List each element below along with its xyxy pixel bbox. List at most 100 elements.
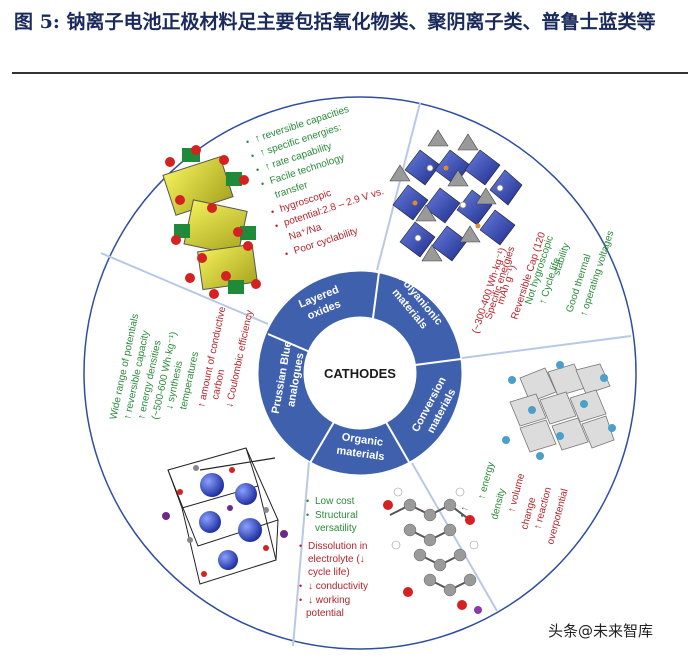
organic-con-2: electrolyte (↓ xyxy=(308,554,365,565)
divider-bottom-left xyxy=(292,461,310,647)
bullet: • xyxy=(299,595,302,605)
bullet: • xyxy=(299,581,302,591)
conversion-crystal xyxy=(502,361,616,460)
conv-oct xyxy=(551,417,589,451)
atom xyxy=(443,165,449,171)
atom xyxy=(508,376,516,384)
atom xyxy=(191,145,201,155)
organic-pro-2: Structural xyxy=(315,510,358,521)
atom xyxy=(280,530,288,538)
bullet: • xyxy=(299,541,302,551)
atom xyxy=(459,201,467,209)
organic-con-3: cycle life) xyxy=(308,567,350,578)
layered-green-2 xyxy=(226,172,242,186)
atom xyxy=(239,175,249,185)
atom xyxy=(475,223,481,229)
ring-dividers xyxy=(267,271,462,464)
organic-hydrogens xyxy=(391,487,479,550)
conv-oct xyxy=(581,415,615,449)
atom xyxy=(207,203,217,213)
atom xyxy=(403,523,417,537)
atom xyxy=(403,498,417,512)
atom xyxy=(383,500,393,510)
poly-oct xyxy=(489,169,523,206)
atom xyxy=(200,473,224,497)
bullet: • xyxy=(275,221,278,231)
atom xyxy=(556,432,564,440)
prussian-crystal xyxy=(162,447,288,585)
atom xyxy=(423,508,437,522)
layered-atoms xyxy=(165,145,261,299)
poly-tet xyxy=(447,169,469,187)
atom xyxy=(413,548,427,562)
sodium-atom xyxy=(474,606,482,614)
ring-divider-3 xyxy=(385,421,410,463)
atom xyxy=(465,515,475,525)
atom xyxy=(218,550,238,570)
title-rule xyxy=(12,72,688,74)
bullet: • xyxy=(251,151,254,161)
atom xyxy=(528,406,536,414)
ring-divider-5 xyxy=(267,333,311,353)
atom xyxy=(227,505,233,511)
atom xyxy=(201,571,207,577)
poly-tet xyxy=(457,133,479,151)
atom xyxy=(185,273,195,283)
atom xyxy=(233,227,243,237)
layered-green-5 xyxy=(228,280,244,294)
conv-oct xyxy=(519,419,557,453)
conv-oct xyxy=(569,389,607,423)
segment-dividers xyxy=(100,102,632,647)
atom xyxy=(197,253,207,263)
layered-green-3 xyxy=(174,224,190,238)
atom xyxy=(455,487,465,497)
organic-oxygens xyxy=(383,500,475,610)
atom xyxy=(263,507,269,513)
organic-con-1: Dissolution in xyxy=(308,541,367,552)
atom xyxy=(175,195,185,205)
ring-divider-1 xyxy=(372,271,380,319)
atom xyxy=(403,587,413,597)
layered-oct-3 xyxy=(197,243,258,291)
atom xyxy=(243,241,253,251)
atom xyxy=(193,465,199,471)
poly-atoms xyxy=(414,164,504,242)
layered-green-4 xyxy=(240,226,256,240)
divider-top xyxy=(376,102,421,271)
prussian-small-atoms xyxy=(162,465,288,577)
divider-bottom-right xyxy=(411,462,498,612)
poly-tet xyxy=(389,164,411,182)
atom xyxy=(453,548,467,562)
divider-left xyxy=(100,252,269,325)
bullet: • xyxy=(285,249,288,259)
poly-tet xyxy=(475,187,497,205)
organic-pros-bullets: • • xyxy=(306,496,309,520)
atom xyxy=(556,361,564,369)
organic-con-5: ↓ working xyxy=(308,595,350,606)
atom xyxy=(391,540,401,550)
organic-carbons xyxy=(403,498,477,597)
category-ring xyxy=(258,271,462,475)
atom xyxy=(469,540,479,550)
poly-oct xyxy=(424,187,461,224)
poly-oct xyxy=(479,209,516,246)
poly-oct xyxy=(404,149,441,186)
atom xyxy=(171,235,181,245)
bullet: • xyxy=(261,179,264,189)
poly-tet xyxy=(415,204,437,222)
divider-right xyxy=(461,335,632,359)
atom xyxy=(457,600,467,610)
atom xyxy=(433,558,447,572)
bullet: • xyxy=(271,207,274,217)
center-circle xyxy=(304,317,416,429)
conv-oct xyxy=(575,363,611,395)
atom xyxy=(443,498,457,512)
atom xyxy=(502,436,510,444)
conv-polyhedra xyxy=(509,363,615,453)
poly-oct xyxy=(392,184,429,221)
atom xyxy=(229,467,235,473)
ring-divider-2 xyxy=(414,358,462,366)
poly-tet xyxy=(459,225,481,243)
prussian-axis xyxy=(275,519,279,561)
